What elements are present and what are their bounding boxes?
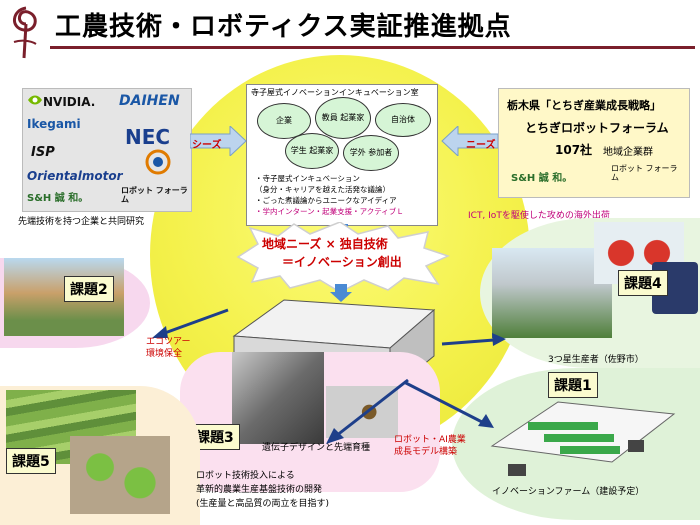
issue5-label: 課題5 [6, 448, 56, 474]
issue3-photo-seed [326, 386, 398, 438]
logo-seiwa: S&H 誠 和。 [27, 193, 89, 204]
producer-caption: 3つ星生産者（佐野市） [548, 355, 644, 365]
environment-caption: 環境保全 [146, 349, 183, 359]
issue5-photo-plants [70, 436, 170, 514]
issue3-photo-robot [232, 352, 324, 444]
logo-daihen: DAIHEN [119, 93, 180, 109]
dev-caption-2: 革新的農業生産基盤技術の開発 [196, 485, 323, 495]
logo-isp: ISP [31, 145, 55, 160]
right-logo-seiwa: S&H 誠 和。 [511, 173, 573, 184]
circle-logo-icon [145, 149, 171, 175]
center-down-arrow [330, 284, 352, 302]
issue1-arrow [403, 380, 494, 428]
right-logo-robot-forum: ロボット フォーラム [611, 164, 678, 182]
strategy-heading: 栃木県「とちぎ産業成長戦略」 [507, 99, 661, 112]
node-municipality: 自治体 [375, 103, 431, 137]
partner-companies-box: NVIDIA. DAIHEN Ikegami NEC ISP Orientalm… [22, 88, 192, 212]
burst-line-1: 地域ニーズ × 独自技術 [262, 237, 388, 251]
innovation-farm-caption: イノベーションファーム（建設予定） [492, 487, 645, 497]
logo-nec: NEC [125, 125, 171, 149]
robot-ai-caption-1: ロボット・AI農業 [394, 435, 466, 445]
issue4-arrow [441, 333, 506, 346]
tochigi-strategy-box: 栃木県「とちぎ産業成長戦略」 とちぎロボットフォーラム 107社 地域企業群 S… [498, 88, 690, 198]
university-logo-icon [13, 6, 37, 59]
incubation-item-2: （身分・キャリアを越えた活発な議論） [255, 185, 390, 194]
needs-arrow [441, 126, 498, 156]
page-title: 工農技術・ロボティクス実証推進拠点 [55, 12, 512, 42]
incubation-item-1: ・寺子屋式インキュベーション [255, 174, 360, 183]
logo-orientalmotor: Orientalmotor [27, 169, 123, 183]
issue2-arrow [152, 308, 229, 338]
export-caption: ICT, IoTを駆使した攻めの海外出荷 [468, 211, 610, 221]
issue3-arrow [326, 378, 409, 444]
issue4-photo-greenhouse [492, 248, 612, 338]
dev-caption-3: (生産量と高品質の両立を目指す) [196, 499, 330, 509]
issue4-label: 課題4 [618, 270, 668, 296]
nvidia-eye-icon [28, 95, 42, 105]
seeds-arrow [190, 126, 247, 156]
burst-line-2: ＝イノベーション創出 [282, 255, 402, 269]
issue2-label: 課題2 [64, 276, 114, 302]
company-count-sub: 地域企業群 [603, 147, 653, 158]
node-student-entrepreneur: 学生 起業家 [285, 133, 339, 169]
robot-ai-caption-2: 成長モデル構築 [394, 447, 458, 457]
innovation-starburst [236, 222, 451, 292]
title-underline [50, 46, 695, 49]
company-count: 107社 [555, 143, 593, 157]
logo-ikegami: Ikegami [27, 117, 81, 131]
innovation-farm-image [490, 401, 676, 476]
seeds-label: シーズ [192, 140, 222, 151]
incubation-room-box: 寺子屋式イノベーションインキュベーション室 企業 教員 起業家 自治体 学生 起… [246, 84, 438, 226]
dev-caption-1: ロボット技術投入による [196, 471, 295, 481]
node-external-participant: 学外 参加者 [343, 135, 399, 171]
partners-caption: 先端技術を持つ企業と共同研究 [18, 217, 145, 227]
needs-label: ニーズ [466, 140, 496, 151]
robot-forum-name: とちぎロボットフォーラム [525, 121, 669, 135]
node-faculty-entrepreneur: 教員 起業家 [315, 97, 371, 139]
issue1-label: 課題1 [548, 372, 598, 398]
logo-nvidia: NVIDIA. [43, 95, 96, 109]
node-company: 企業 [257, 103, 311, 139]
incubation-title: 寺子屋式イノベーションインキュベーション室 [251, 88, 419, 97]
logo-robot-forum: ロボット フォーラム [121, 186, 188, 204]
eco-tour-caption: エコツアー [146, 337, 191, 347]
gene-design-caption: 遺伝子デザインと先端育種 [262, 443, 371, 453]
incubation-item-4: ・学内インターン・起業支援・アクティブＬ [255, 207, 404, 216]
incubation-item-3: ・ごった煮議論からユニークなアイディア [255, 196, 397, 205]
